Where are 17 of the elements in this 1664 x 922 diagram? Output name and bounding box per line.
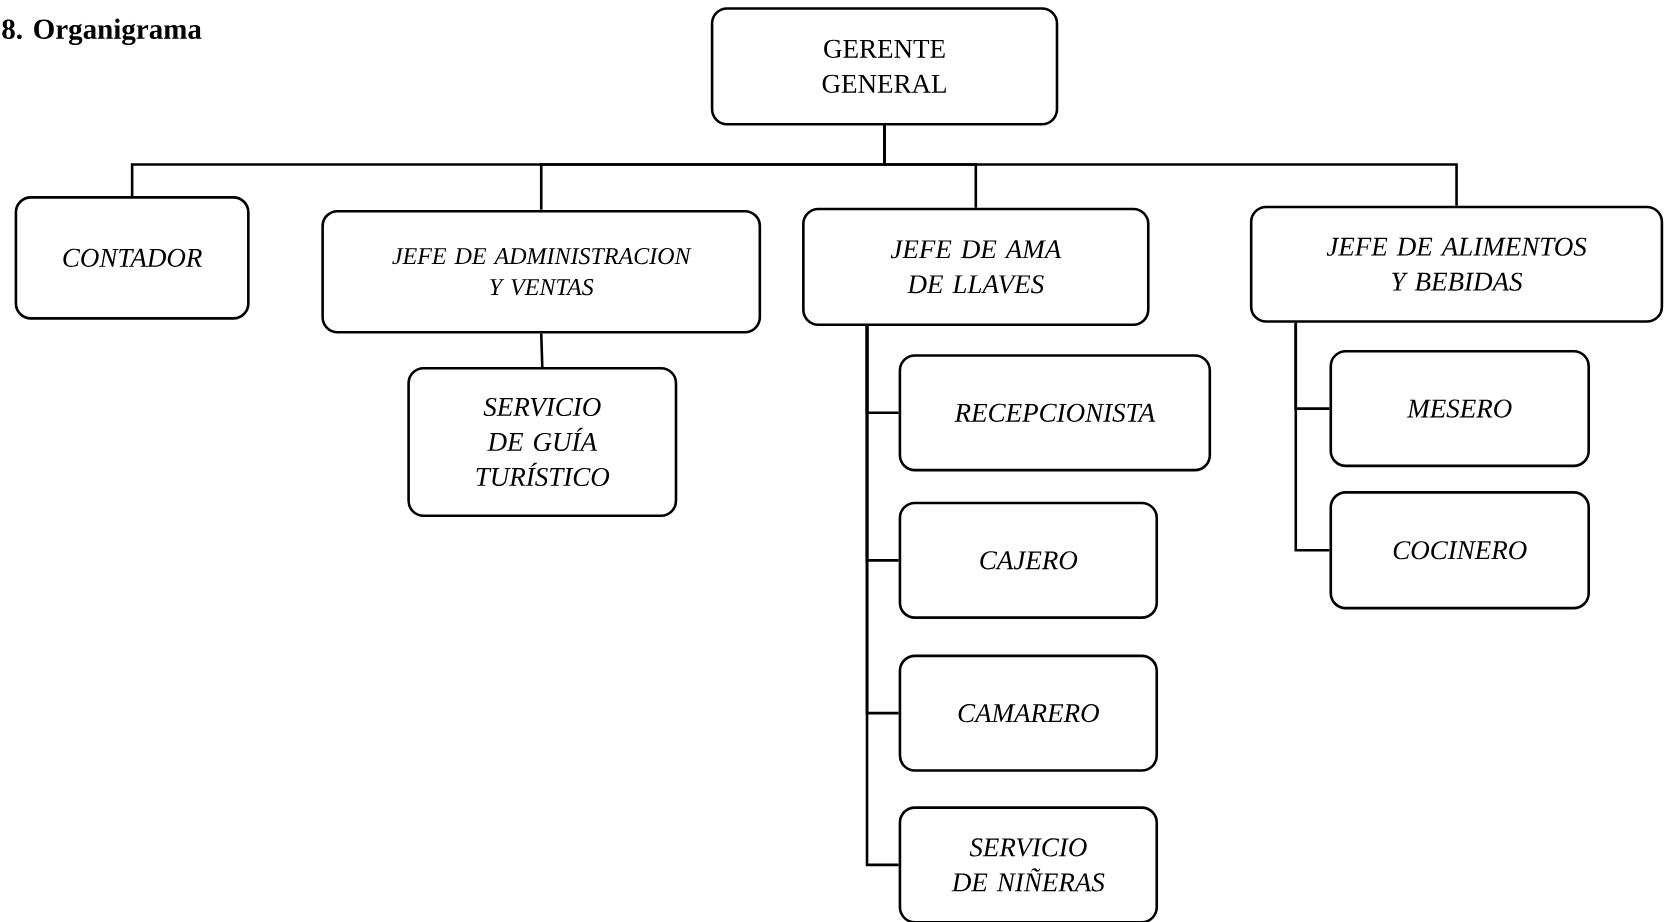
position-box: MESERO bbox=[1329, 349, 1590, 468]
position-box: RECEPCIONISTA bbox=[898, 354, 1212, 472]
connector-line bbox=[539, 333, 544, 367]
connector-line bbox=[1294, 322, 1330, 552]
position-box: COCINERO bbox=[1329, 491, 1590, 610]
position-box: CAMARERO bbox=[898, 654, 1159, 772]
connector-line bbox=[865, 325, 899, 867]
position-box: JEFE DE ADMINISTRACION Y VENTAS bbox=[321, 209, 762, 334]
position-box: CONTADOR bbox=[14, 196, 250, 320]
position-box: JEFE DE AMA DE LLAVES bbox=[802, 207, 1150, 326]
position-box: CAJERO bbox=[898, 501, 1159, 619]
connector-line bbox=[883, 125, 1458, 206]
heading: 8. Organigrama bbox=[2, 18, 202, 45]
position-box: SERVICIO DE GUÍA TURÍSTICO bbox=[407, 366, 678, 517]
position-box: GERENTE GENERAL bbox=[710, 7, 1059, 126]
position-box: JEFE DE ALIMENTOS Y BEBIDAS bbox=[1249, 205, 1664, 323]
position-box: SERVICIO DE NIÑERAS bbox=[898, 806, 1159, 922]
